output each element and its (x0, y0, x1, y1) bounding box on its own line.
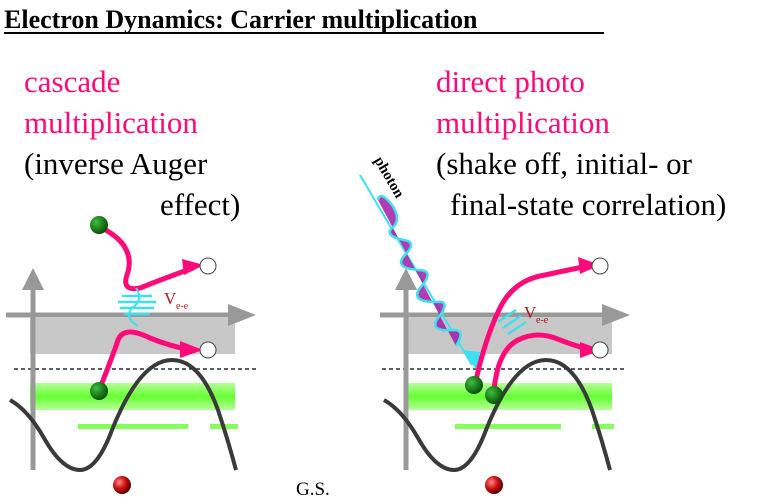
left-energy-axis-arrowhead (22, 268, 44, 290)
left-interaction-label: V (164, 289, 177, 308)
left-lower-arrowhead (180, 341, 203, 358)
right-k-axis-arrowhead (602, 304, 630, 326)
left-desc-line2: effect) (160, 187, 240, 222)
page-title: Electron Dynamics: Carrier multiplicatio… (4, 5, 478, 34)
right-valence-sub-band-right (592, 424, 614, 429)
right-potential-curve (382, 357, 612, 473)
right-upper-arrowhead (578, 257, 600, 274)
photon-wave-packet (376, 194, 462, 347)
left-interaction-subscript: e-e (176, 301, 189, 312)
right-interaction-wave (497, 308, 527, 336)
left-upper-trajectory (100, 225, 194, 292)
left-potential-curve (8, 357, 238, 473)
left-hole-electron (90, 382, 108, 400)
right-ground-state-ball (485, 476, 503, 494)
right-interaction-label: V (524, 303, 537, 322)
left-ground-state-ball (113, 476, 131, 494)
right-heading-line1: direct photo (436, 64, 585, 99)
left-panel: cascade multiplication (inverse Auger ef… (6, 64, 258, 494)
right-panel: direct photo multiplication (shake off, … (359, 64, 726, 494)
left-initial-electron (90, 216, 108, 234)
left-valence-sub-band (78, 424, 188, 429)
right-lower-arrowhead (580, 342, 602, 358)
right-final-state-lower (591, 341, 609, 359)
left-lower-trajectory (97, 329, 191, 389)
right-desc-line1: (shake off, initial- or (436, 146, 693, 181)
right-lower-trajectory (491, 332, 591, 391)
right-upper-trajectory (473, 263, 589, 381)
right-hole-electron-b (485, 386, 503, 404)
right-interaction-subscript: e-e (536, 315, 549, 326)
left-interaction-wave-core (128, 287, 141, 327)
right-final-state-upper (591, 257, 609, 275)
right-hole-electron-a (465, 376, 483, 394)
right-desc-line2: final-state correlation) (450, 187, 726, 222)
left-desc-line1: (inverse Auger (24, 146, 208, 181)
photon-arrowhead (462, 350, 480, 372)
right-valence-sub-band (455, 424, 561, 429)
left-heading-line1: cascade (24, 64, 120, 99)
left-k-axis-arrowhead (228, 304, 256, 326)
left-upper-arrowhead (182, 259, 204, 275)
ground-state-label: G.S. (296, 479, 330, 500)
left-final-state-upper (199, 257, 217, 275)
right-heading-line2: multiplication (436, 105, 610, 140)
right-energy-axis-arrowhead (395, 268, 417, 290)
left-final-state-lower (199, 341, 217, 359)
photon-label: photon (371, 154, 408, 202)
left-heading-line2: multiplication (24, 105, 198, 140)
